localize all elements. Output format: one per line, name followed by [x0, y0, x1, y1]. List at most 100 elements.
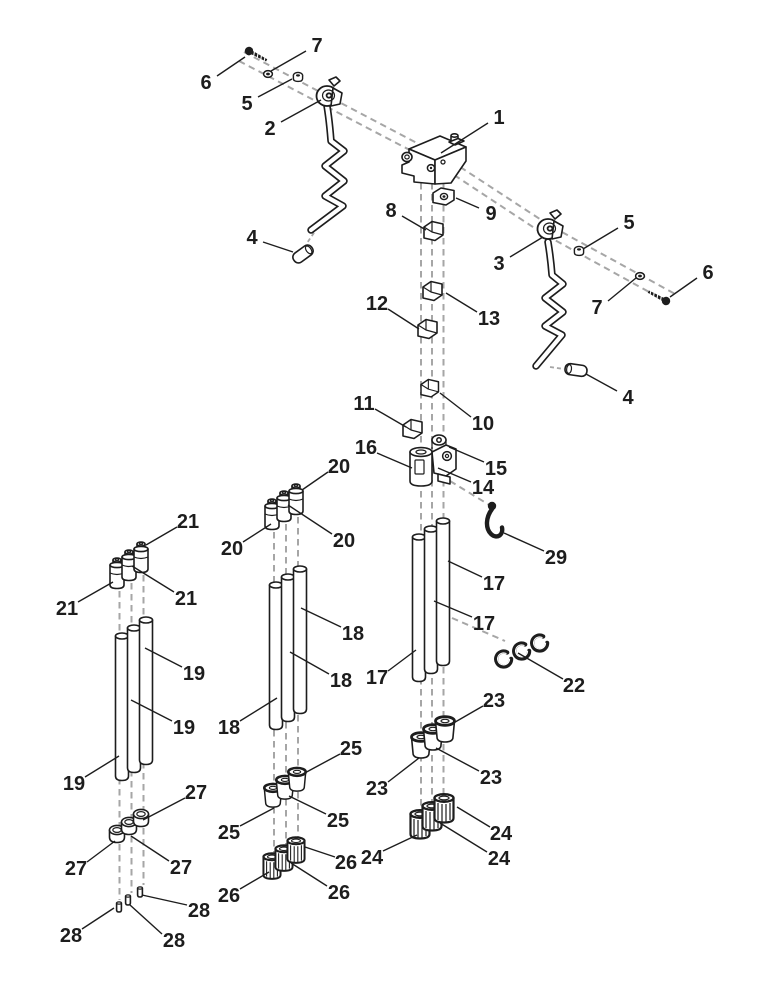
part-11-clip	[402, 418, 423, 440]
leader-line-23	[387, 757, 420, 783]
part-label-17: 17	[473, 613, 495, 635]
part-28-pin-1	[115, 901, 123, 913]
part-19-tube-group	[114, 616, 154, 782]
part-23-cap-3	[434, 715, 456, 744]
part-label-25: 25	[218, 822, 240, 844]
part-label-6: 6	[200, 72, 211, 94]
leader-line-5	[582, 227, 619, 250]
part-label-5: 5	[623, 212, 634, 234]
part-22-clip-2	[513, 642, 531, 660]
part-19-tube-1	[114, 632, 130, 782]
part-label-24: 24	[490, 823, 513, 845]
leader-line-27	[142, 797, 186, 821]
leader-line-20	[242, 523, 272, 543]
part-label-29: 29	[545, 547, 567, 569]
part-16-connector	[409, 446, 433, 487]
part-label-22: 22	[563, 675, 585, 697]
part-label-17: 17	[366, 667, 388, 689]
right-grip-align-dash	[549, 366, 565, 370]
leader-line-29	[503, 532, 545, 552]
leader-line-18	[239, 697, 278, 722]
part-label-26: 26	[328, 882, 350, 904]
leader-line-24	[456, 806, 491, 828]
part-18-tube-3	[292, 565, 308, 715]
part-label-10: 10	[472, 413, 494, 435]
part-25-cap-3	[286, 766, 308, 793]
part-17-tube-3	[435, 517, 451, 667]
leader-line-12	[387, 308, 420, 330]
part-24-sleeve-3	[433, 793, 455, 824]
part-label-25: 25	[327, 810, 349, 832]
part-label-13: 13	[478, 308, 500, 330]
leader-line-19	[84, 755, 120, 778]
part-label-3: 3	[493, 253, 504, 275]
leader-line-5	[257, 78, 293, 98]
part-19-tube-2	[126, 624, 142, 774]
leader-line-7	[607, 277, 637, 302]
part-label-20: 20	[328, 456, 350, 478]
leader-line-11	[374, 408, 407, 428]
part-label-19: 19	[183, 663, 205, 685]
leader-line-3	[509, 236, 544, 258]
leader-line-17	[447, 560, 483, 578]
part-label-27: 27	[170, 857, 192, 879]
leader-line-20	[301, 471, 329, 491]
leader-line-8	[401, 215, 427, 231]
part-label-20: 20	[333, 530, 355, 552]
part-label-4: 4	[246, 227, 258, 249]
leader-line-19	[144, 647, 183, 668]
leader-line-25	[300, 753, 341, 776]
leader-line-22	[517, 652, 564, 680]
part-label-6: 6	[702, 262, 713, 284]
part-label-2: 2	[264, 118, 275, 140]
leader-line-13	[445, 292, 478, 313]
leader-line-28	[81, 907, 115, 930]
part-3-mount-bracket	[536, 209, 564, 240]
part-8-clip	[423, 220, 444, 242]
part-label-26: 26	[218, 885, 240, 907]
leader-line-26	[290, 862, 328, 887]
leader-line-15	[448, 446, 485, 463]
part-10-clip	[420, 378, 440, 398]
part-18-tube-1	[268, 581, 284, 731]
leader-line-18	[300, 607, 342, 628]
part-12-clip	[417, 318, 438, 340]
leader-line-2	[280, 99, 322, 123]
part-label-1: 1	[493, 107, 504, 129]
leader-line-21	[131, 565, 175, 593]
leader-line-4	[262, 241, 294, 253]
leader-line-23	[435, 747, 480, 772]
part-2-crank-handle-left	[307, 102, 348, 234]
part-label-21: 21	[56, 598, 78, 620]
part-label-8: 8	[385, 200, 396, 222]
part-6-screw-right	[645, 287, 673, 308]
part-28-pin-3	[136, 886, 144, 898]
part-label-21: 21	[175, 588, 197, 610]
part-22-clip-3	[531, 634, 549, 652]
part-1-housing	[401, 133, 467, 185]
part-label-23: 23	[366, 778, 388, 800]
part-label-18: 18	[218, 717, 240, 739]
part-label-14: 14	[472, 477, 495, 499]
part-label-28: 28	[163, 930, 185, 952]
part-18-tube-group	[268, 565, 308, 731]
part-label-16: 16	[355, 437, 377, 459]
part-29-hook	[484, 501, 505, 539]
part-9-square-nut	[432, 187, 455, 206]
leader-line-24	[439, 822, 488, 853]
part-7-washer-right	[634, 271, 646, 281]
part-label-18: 18	[342, 623, 364, 645]
leader-line-1	[440, 122, 489, 154]
part-label-9: 9	[485, 203, 496, 225]
part-label-28: 28	[60, 925, 82, 947]
leader-line-27	[130, 835, 170, 862]
part-27-cap-group	[108, 808, 150, 844]
housing-screw-left	[401, 151, 413, 163]
part-26-sleeve-3	[286, 836, 306, 864]
leader-line-27	[86, 840, 116, 863]
leader-line-17	[433, 600, 473, 618]
part-label-15: 15	[485, 458, 507, 480]
